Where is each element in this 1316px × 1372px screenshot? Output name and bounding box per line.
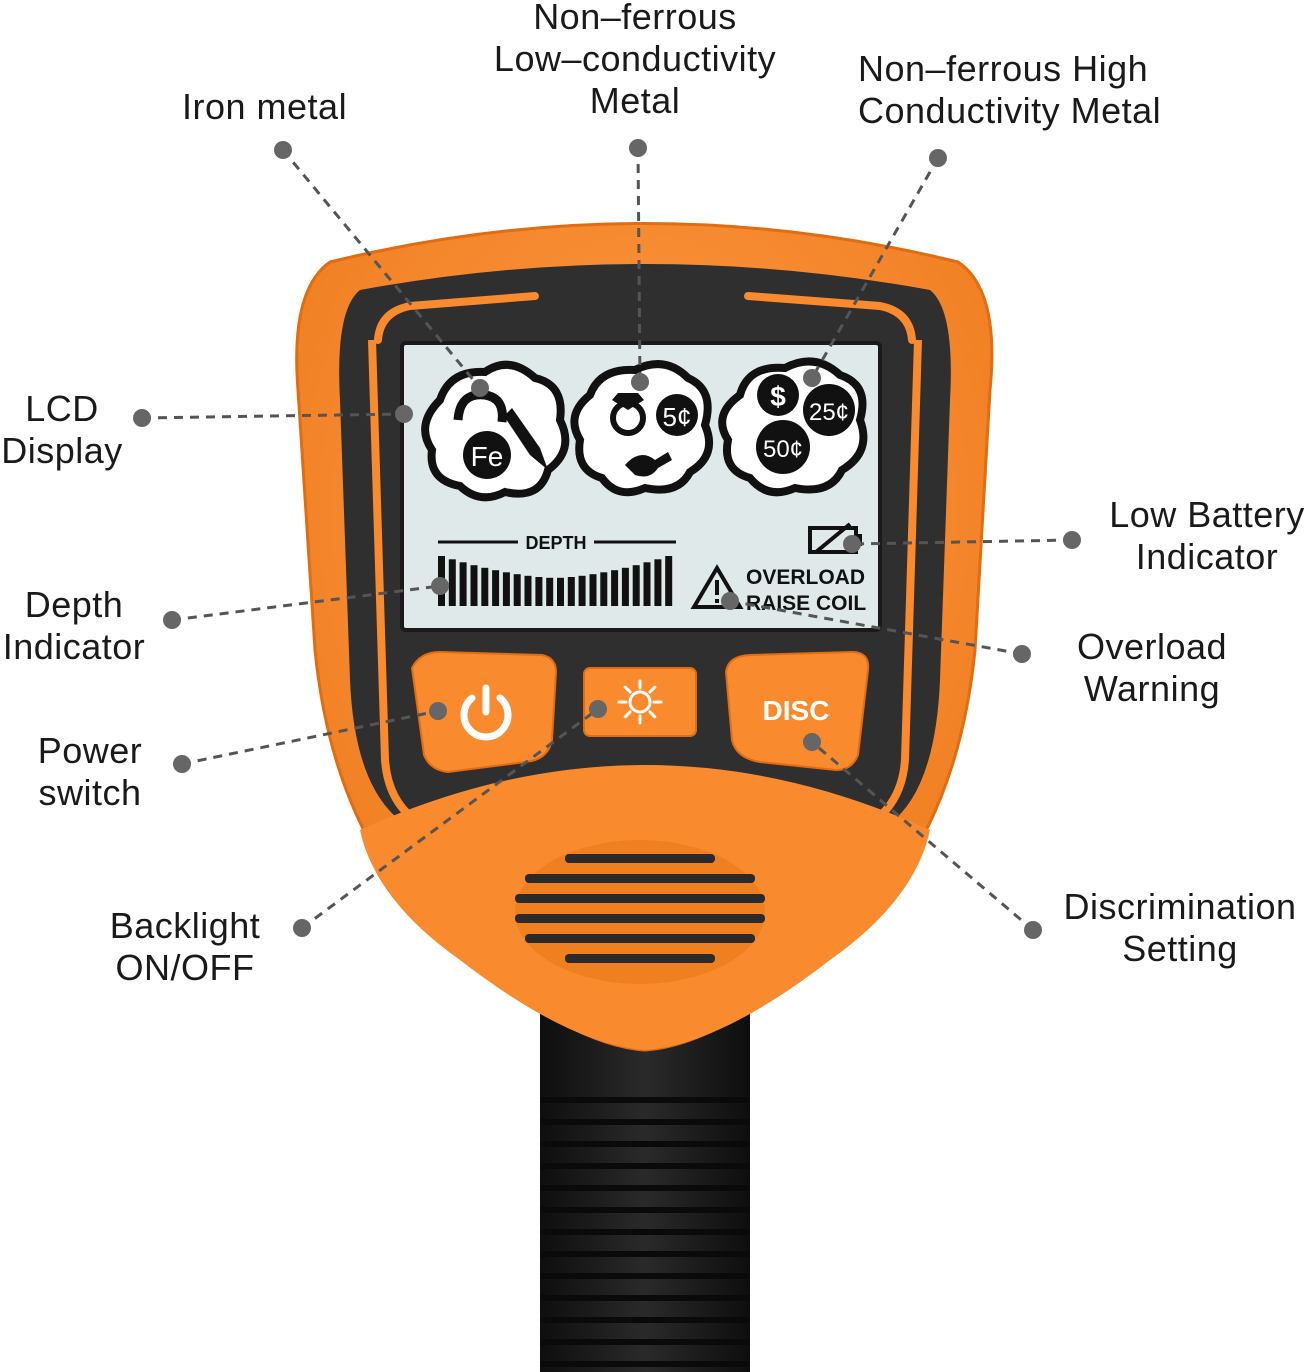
label-non-ferrous-low-line-2: Low–conductivity — [493, 38, 777, 79]
sun-ray — [623, 685, 632, 694]
speaker-grille — [515, 840, 765, 984]
label-discrimination: Discrimination Setting — [1054, 886, 1306, 970]
callout-dots — [133, 139, 1081, 939]
sun-ray — [648, 685, 657, 694]
depth-bar — [513, 574, 521, 606]
lcd-display: Fe 5¢ $ 25¢ 50¢ DEPTH — [400, 341, 882, 632]
label-non-ferrous-high-line-2: Conductivity Metal — [858, 90, 1162, 131]
label-discrimination-line-1: Discrimination — [1063, 886, 1297, 927]
label-iron-metal-line-1: Iron metal — [182, 86, 348, 127]
screw-icon — [504, 408, 548, 470]
coin-5-symbol: 5¢ — [663, 402, 692, 432]
label-lcd-display-line-2: Display — [1, 430, 123, 471]
depth-bar — [481, 567, 489, 606]
power-icon — [460, 684, 512, 741]
raise-coil-text: RAISE COIL — [746, 592, 866, 615]
sun-icon — [617, 679, 663, 725]
depth-bars — [438, 556, 673, 606]
speaker-slot — [515, 894, 765, 903]
depth-bar — [557, 577, 564, 606]
depth-bar — [448, 559, 456, 606]
warning-triangle-icon — [690, 564, 744, 609]
label-backlight: Backlight ON/OFF — [100, 905, 270, 989]
depth-bar — [459, 562, 467, 606]
label-lcd-display: LCD Display — [0, 388, 124, 472]
depth-bar — [611, 570, 619, 606]
label-depth-indicator-line-1: Depth — [24, 584, 124, 625]
label-depth-indicator: Depth Indicator — [0, 584, 148, 668]
label-non-ferrous-high-line-1: Non–ferrous High — [858, 48, 1149, 89]
depth-bar — [492, 570, 500, 606]
depth-bar — [589, 574, 597, 606]
speaker-slots — [515, 854, 765, 963]
sun-ray — [648, 710, 657, 719]
depth-bar — [546, 577, 554, 606]
depth-bar — [632, 565, 640, 606]
label-non-ferrous-high: Non–ferrous High Conductivity Metal — [858, 48, 1161, 132]
label-lcd-display-line-1: LCD — [25, 388, 99, 429]
handle-grip-ribs — [540, 1097, 750, 1367]
speaker-slot — [565, 954, 715, 963]
coin-50-symbol: 50¢ — [763, 436, 803, 463]
label-iron-metal: Iron metal — [182, 86, 347, 128]
label-overload-warning-line-2: Warning — [1083, 668, 1221, 709]
diamond-icon — [612, 393, 644, 410]
depth-bar — [665, 556, 673, 606]
depth-bar — [621, 567, 629, 606]
low-conductivity-indicator: 5¢ — [570, 360, 713, 497]
label-depth-indicator-line-2: Indicator — [2, 626, 146, 667]
speaker-slot — [565, 854, 715, 863]
label-non-ferrous-low-line-1: Non–ferrous — [533, 0, 737, 37]
label-low-battery: Low Battery Indicator — [1100, 494, 1314, 578]
iron-symbol: Fe — [471, 441, 504, 472]
depth-indicator: DEPTH — [438, 533, 676, 606]
power-button[interactable] — [410, 650, 558, 774]
label-overload-warning-line-1: Overload — [1076, 626, 1228, 667]
label-power-switch-line-2: switch — [38, 772, 142, 813]
label-power-switch-line-1: Power — [37, 730, 143, 771]
label-non-ferrous-low-line-3: Metal — [589, 80, 681, 121]
label-power-switch: Power switch — [28, 730, 152, 814]
depth-bar — [502, 572, 510, 606]
dollar-symbol: $ — [770, 381, 786, 412]
high-conductivity-indicator: $ 25¢ 50¢ — [718, 357, 868, 497]
disc-button-label: DISC — [763, 695, 830, 726]
backlight-button[interactable] — [583, 667, 697, 737]
depth-bar — [578, 575, 586, 606]
pull-tab-icon — [625, 452, 672, 477]
label-overload-warning: Overload Warning — [1070, 626, 1234, 710]
depth-bar — [535, 577, 543, 606]
depth-bar — [567, 577, 575, 606]
iron-metal-indicator: Fe — [421, 360, 570, 502]
label-non-ferrous-low: Non–ferrous Low–conductivity Metal — [470, 0, 800, 122]
overload-text: OVERLOAD — [746, 566, 865, 589]
label-low-battery-line-2: Indicator — [1135, 536, 1279, 577]
label-backlight-line-2: ON/OFF — [115, 947, 255, 988]
label-discrimination-line-2: Setting — [1122, 928, 1238, 969]
handle — [540, 1010, 750, 1372]
overload-warning-indicator: OVERLOAD RAISE COIL — [690, 564, 866, 615]
depth-bar — [654, 559, 662, 606]
speaker-slot — [525, 874, 755, 883]
depth-bar — [643, 562, 651, 606]
speaker-slot — [515, 914, 765, 923]
callout-leaders — [141, 147, 1073, 932]
depth-bar — [600, 572, 608, 606]
depth-bar — [470, 565, 478, 606]
label-backlight-line-1: Backlight — [109, 905, 261, 946]
depth-bar — [524, 575, 532, 606]
speaker-slot — [525, 934, 755, 943]
depth-label: DEPTH — [525, 533, 586, 553]
disc-button[interactable]: DISC — [724, 650, 870, 772]
coin-25-symbol: 25¢ — [809, 399, 849, 426]
label-low-battery-line-1: Low Battery — [1109, 494, 1305, 535]
sun-ray — [623, 710, 632, 719]
